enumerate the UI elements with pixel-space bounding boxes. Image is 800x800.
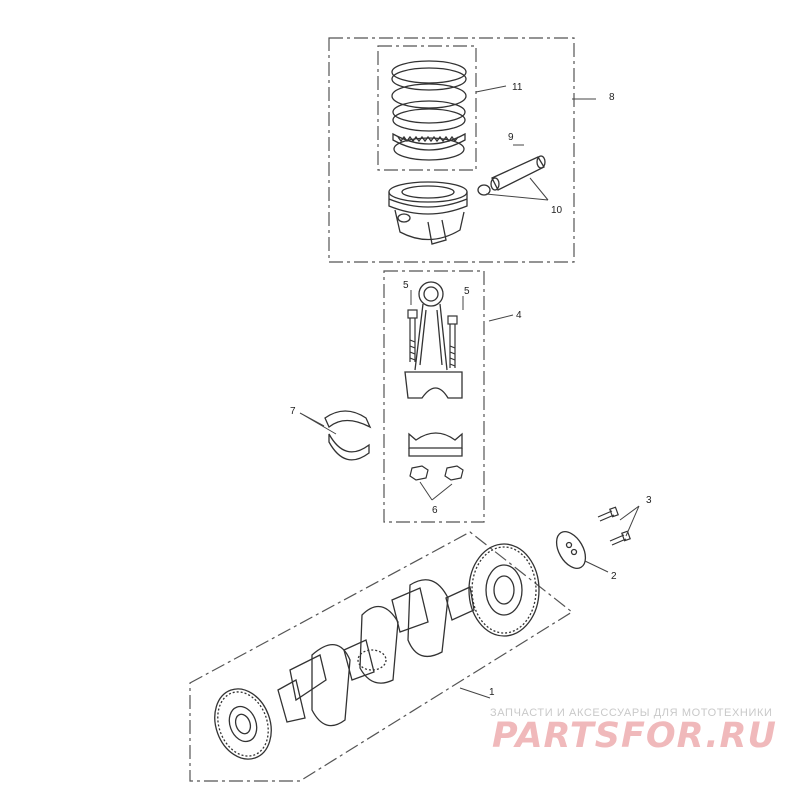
callout-5a: 5 xyxy=(403,280,409,291)
callout-9: 9 xyxy=(508,132,514,143)
callout-2: 2 xyxy=(611,571,617,582)
piston xyxy=(388,181,468,245)
timing-gear-large xyxy=(468,543,540,637)
piston-rings-frame xyxy=(377,45,477,171)
flywheel-bolts xyxy=(597,506,631,546)
timing-gear-small xyxy=(214,688,272,760)
watermark-logo: PARTSFOR.RU xyxy=(492,716,777,756)
callout-6: 6 xyxy=(432,505,438,516)
piston-rings xyxy=(391,60,467,161)
callout-3: 3 xyxy=(646,495,652,506)
callout-10: 10 xyxy=(551,205,563,216)
rod-bolts xyxy=(407,309,458,368)
rod-nuts xyxy=(409,465,464,481)
callout-4: 4 xyxy=(516,310,522,321)
circlips xyxy=(477,184,491,196)
crankshaft xyxy=(277,579,475,727)
callout-1: 1 xyxy=(489,687,495,698)
wrist-pin xyxy=(490,155,546,191)
connecting-rod xyxy=(404,281,463,399)
watermark-tagline: ЗАПЧАСТИ И АКСЕССУАРЫ ДЛЯ МОТОТЕХНИКИ xyxy=(490,707,773,719)
leader-lines xyxy=(299,85,640,699)
piston-assembly-frame xyxy=(328,37,575,263)
flywheel-plate xyxy=(555,531,587,569)
crankshaft-assembly-frame xyxy=(189,531,574,782)
connecting-rod-frame xyxy=(383,270,485,523)
rod-cap xyxy=(408,432,463,457)
callout-7: 7 xyxy=(290,406,296,417)
callout-8: 8 xyxy=(609,92,615,103)
callout-11: 11 xyxy=(512,82,523,93)
bearing-shells xyxy=(324,410,372,461)
callout-5b: 5 xyxy=(464,286,470,297)
